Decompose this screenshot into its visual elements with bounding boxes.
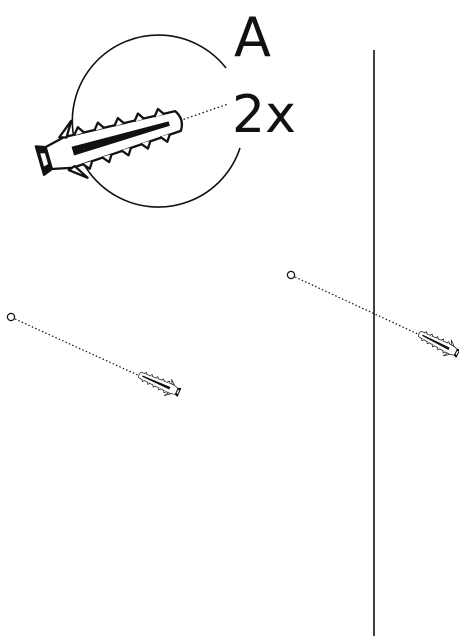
step-letter: A bbox=[234, 6, 272, 69]
detail-wall-plug-icon bbox=[30, 90, 191, 191]
insertion-path-right bbox=[294, 276, 421, 336]
drill-hole-right bbox=[286, 270, 296, 280]
drill-hole-left bbox=[6, 312, 16, 322]
quantity-label: 2x bbox=[232, 85, 296, 145]
wall-plug-left-icon bbox=[135, 366, 184, 401]
detail-leader-line bbox=[175, 103, 229, 123]
insertion-path-left bbox=[14, 318, 141, 377]
wall-plug-right-icon bbox=[414, 325, 459, 362]
